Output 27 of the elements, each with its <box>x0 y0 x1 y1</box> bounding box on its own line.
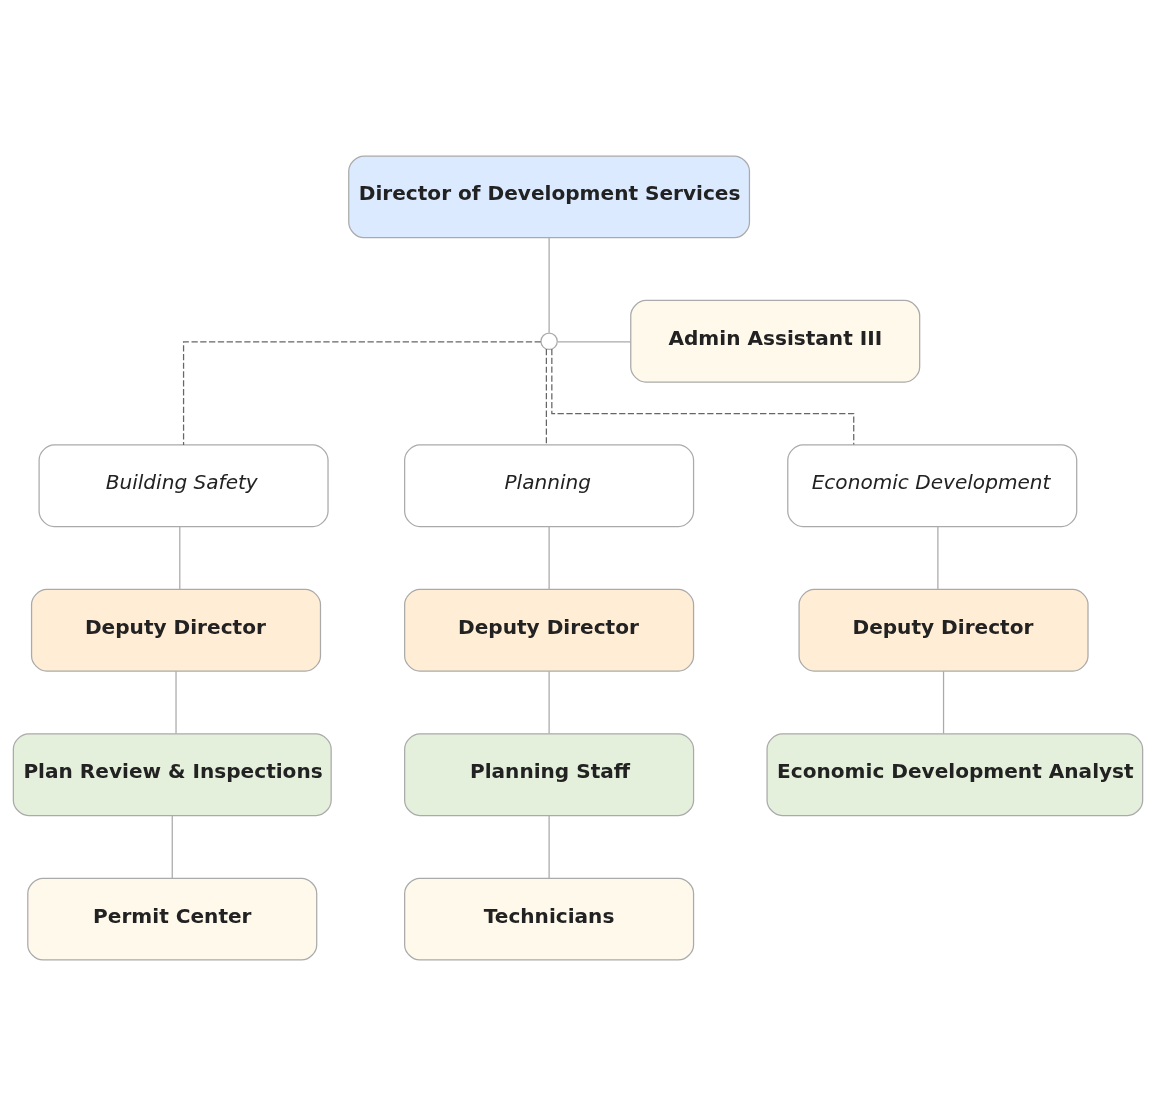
connector <box>557 341 631 343</box>
node-box: Planning Staff <box>404 733 695 817</box>
connector <box>551 348 855 446</box>
node-box: Deputy Director <box>798 588 1089 672</box>
node-box: Deputy Director <box>404 588 695 672</box>
connector <box>548 237 550 334</box>
node-box: Planning <box>404 444 695 528</box>
connector <box>179 526 181 590</box>
connector <box>548 815 550 879</box>
connector <box>545 348 547 446</box>
node-box: Admin Assistant III <box>630 299 921 383</box>
connector <box>548 526 550 590</box>
node-box: Building Safety <box>38 444 329 528</box>
connector <box>182 341 542 446</box>
connector <box>548 670 550 735</box>
connector <box>175 670 177 735</box>
node-box: Technicians <box>404 877 695 961</box>
connector <box>937 526 939 590</box>
node-box: Deputy Director <box>30 588 322 672</box>
connector <box>171 815 173 879</box>
node-box: Plan Review & Inspections <box>12 733 332 817</box>
connector <box>942 670 945 735</box>
node-circle <box>540 332 558 351</box>
node-box: Permit Center <box>27 877 318 961</box>
node-box: Economic Development Analyst <box>766 733 1144 817</box>
node-box: Economic Development <box>787 444 1078 528</box>
node-box: Director of Development Services <box>348 155 751 239</box>
